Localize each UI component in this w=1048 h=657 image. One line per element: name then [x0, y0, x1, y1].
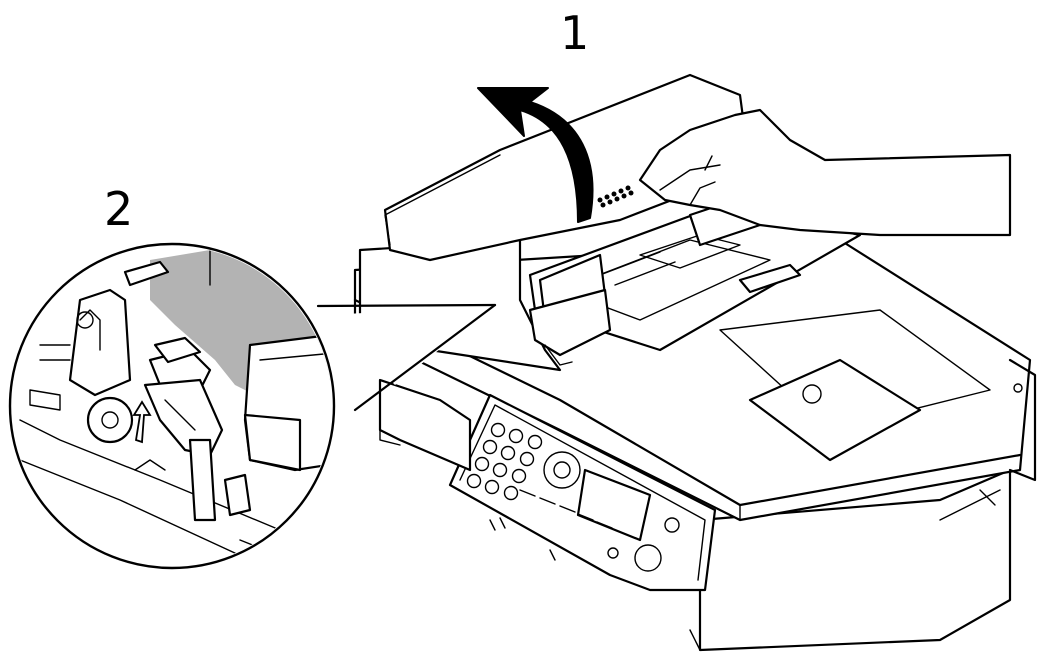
control-panel	[448, 393, 717, 592]
hand	[638, 108, 1012, 237]
step-2-label: 2	[104, 182, 134, 236]
up-arrow-icon	[132, 400, 152, 444]
output-bin	[378, 378, 701, 651]
lcd-display	[576, 468, 652, 542]
keypad	[466, 422, 543, 501]
nav-dial	[543, 451, 581, 489]
step-1-label: 1	[560, 6, 590, 60]
adf-unit	[358, 73, 862, 372]
vent-dots	[597, 185, 634, 208]
curved-up-arrow-icon	[477, 87, 594, 223]
